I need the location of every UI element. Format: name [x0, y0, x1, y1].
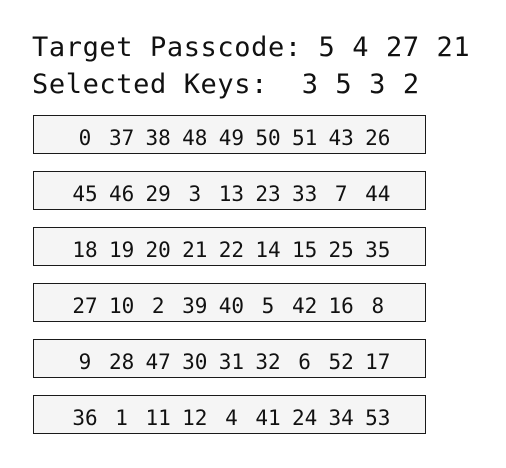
key-button[interactable]: 45 [72, 181, 98, 206]
selected-keys-value: 3 5 3 2 [301, 69, 420, 100]
key-button[interactable]: 24 [291, 405, 318, 430]
key-button[interactable]: 40 [218, 293, 245, 318]
key-button[interactable]: 42 [291, 293, 318, 318]
key-row: 45 46 29 3 13 23 33 7 44 [33, 171, 426, 210]
key-button[interactable]: 46 [108, 181, 135, 206]
key-button[interactable]: 52 [328, 349, 354, 374]
key-button[interactable]: 51 [291, 125, 318, 150]
key-button[interactable]: 21 [182, 237, 208, 262]
key-button[interactable]: 19 [108, 237, 135, 262]
key-button[interactable]: 2 [151, 293, 165, 318]
key-button[interactable]: 18 [72, 237, 98, 262]
key-button[interactable]: 27 [72, 293, 98, 318]
key-button[interactable]: 39 [182, 293, 208, 318]
key-button[interactable]: 35 [365, 237, 391, 262]
key-button[interactable]: 0 [78, 125, 92, 150]
key-row: 0 37 38 48 49 50 51 43 26 [33, 115, 426, 154]
key-button[interactable]: 30 [182, 349, 208, 374]
key-button[interactable]: 26 [365, 125, 391, 150]
key-button[interactable]: 7 [334, 181, 348, 206]
key-button[interactable]: 41 [255, 405, 281, 430]
key-button[interactable]: 12 [182, 405, 208, 430]
key-button[interactable]: 47 [145, 349, 171, 374]
key-button[interactable]: 13 [218, 181, 245, 206]
key-row: 27 10 2 39 40 5 42 16 8 [33, 283, 426, 322]
key-button[interactable]: 11 [145, 405, 171, 430]
key-button[interactable]: 8 [371, 293, 385, 318]
key-button[interactable]: 9 [78, 349, 92, 374]
selected-keys-line: Selected Keys: 3 5 3 2 [32, 69, 420, 101]
target-passcode-value: 5 4 27 21 [318, 32, 471, 63]
key-button[interactable]: 32 [255, 349, 281, 374]
key-button[interactable]: 31 [218, 349, 245, 374]
key-button[interactable]: 22 [218, 237, 245, 262]
key-button[interactable]: 33 [291, 181, 318, 206]
key-button[interactable]: 10 [108, 293, 135, 318]
key-button[interactable]: 38 [145, 125, 171, 150]
target-passcode-label: Target Passcode: [32, 32, 302, 63]
key-button[interactable]: 4 [225, 405, 238, 430]
key-button[interactable]: 5 [261, 293, 275, 318]
key-button[interactable]: 43 [328, 125, 354, 150]
key-button[interactable]: 25 [328, 237, 354, 262]
key-button[interactable]: 50 [255, 125, 281, 150]
key-button[interactable]: 20 [145, 237, 171, 262]
key-button[interactable]: 37 [108, 125, 135, 150]
key-button[interactable]: 23 [255, 181, 281, 206]
key-row: 9 28 47 30 31 32 6 52 17 [33, 339, 426, 378]
key-button[interactable]: 29 [145, 181, 171, 206]
key-button[interactable]: 15 [291, 237, 318, 262]
key-button[interactable]: 14 [255, 237, 281, 262]
key-button[interactable]: 36 [72, 405, 98, 430]
selected-keys-label: Selected Keys: [32, 69, 268, 100]
key-button[interactable]: 53 [365, 405, 391, 430]
key-button[interactable]: 17 [365, 349, 391, 374]
key-button[interactable]: 6 [298, 349, 311, 374]
key-row: 18 19 20 21 22 14 15 25 35 [33, 227, 426, 266]
key-button[interactable]: 3 [188, 181, 202, 206]
key-button[interactable]: 44 [365, 181, 391, 206]
target-passcode-line: Target Passcode: 5 4 27 21 [32, 32, 470, 64]
key-button[interactable]: 16 [328, 293, 354, 318]
key-button[interactable]: 28 [108, 349, 135, 374]
key-button[interactable]: 49 [218, 125, 245, 150]
key-button[interactable]: 34 [328, 405, 354, 430]
key-button[interactable]: 1 [115, 405, 128, 430]
key-button[interactable]: 48 [182, 125, 208, 150]
